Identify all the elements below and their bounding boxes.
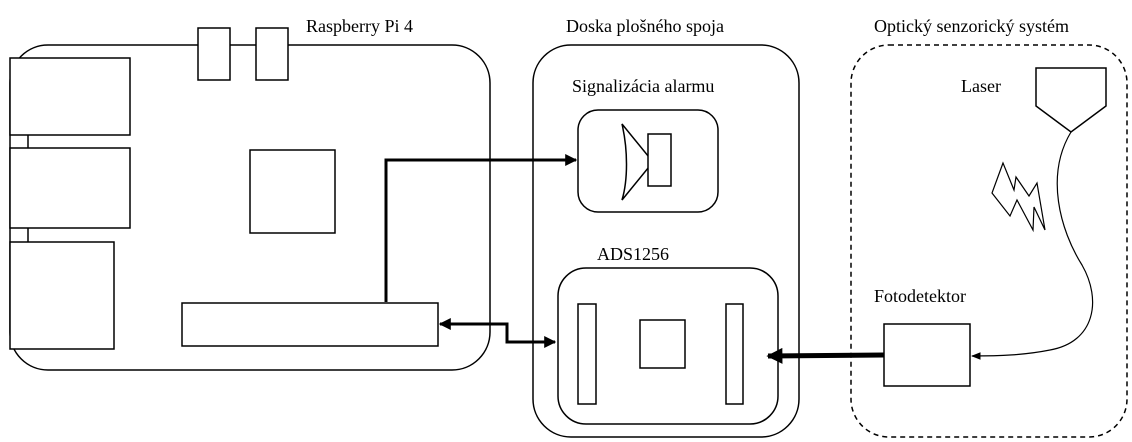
raspberry-pi-group: Raspberry Pi 4 <box>9 16 491 371</box>
speaker-body <box>647 133 672 187</box>
raspberry-pi-label: Raspberry Pi 4 <box>306 16 413 36</box>
pcb-group: Doska plošného spoja Signalizácia alarmu… <box>532 16 800 438</box>
lightning-icon <box>991 161 1046 233</box>
gpio-to-alarm-wire <box>384 154 578 302</box>
adc-pin-row-right <box>725 303 744 405</box>
optical-group: Optický senzorický systém Laser Fotodete… <box>850 16 1128 438</box>
hdmi-port-2 <box>255 27 289 81</box>
photodetector-label: Fotodetektor <box>874 286 966 306</box>
speaker-icon <box>621 123 654 201</box>
gpio-header <box>181 302 439 347</box>
cpu-chip <box>249 149 336 234</box>
usb-port-2 <box>9 147 131 229</box>
optical-label: Optický senzorický systém <box>874 16 1069 36</box>
usb-port-1 <box>9 57 131 136</box>
laser-icon <box>1035 67 1107 133</box>
adc-chip <box>639 319 686 369</box>
ethernet-port <box>9 241 115 350</box>
adc-pin-row-left <box>577 303 597 405</box>
photodetector-to-adc-wire <box>766 347 885 364</box>
adc-label: ADS1256 <box>597 244 669 264</box>
optical-fiber <box>971 131 1094 360</box>
laser-label: Laser <box>961 76 1001 96</box>
hdmi-port-1 <box>197 27 231 81</box>
pcb-label: Doska plošného spoja <box>566 16 724 36</box>
alarm-label: Signalizácia alarmu <box>572 76 714 96</box>
photodetector-box <box>883 323 971 387</box>
gpio-adc-bidirectional-wire <box>438 318 557 348</box>
